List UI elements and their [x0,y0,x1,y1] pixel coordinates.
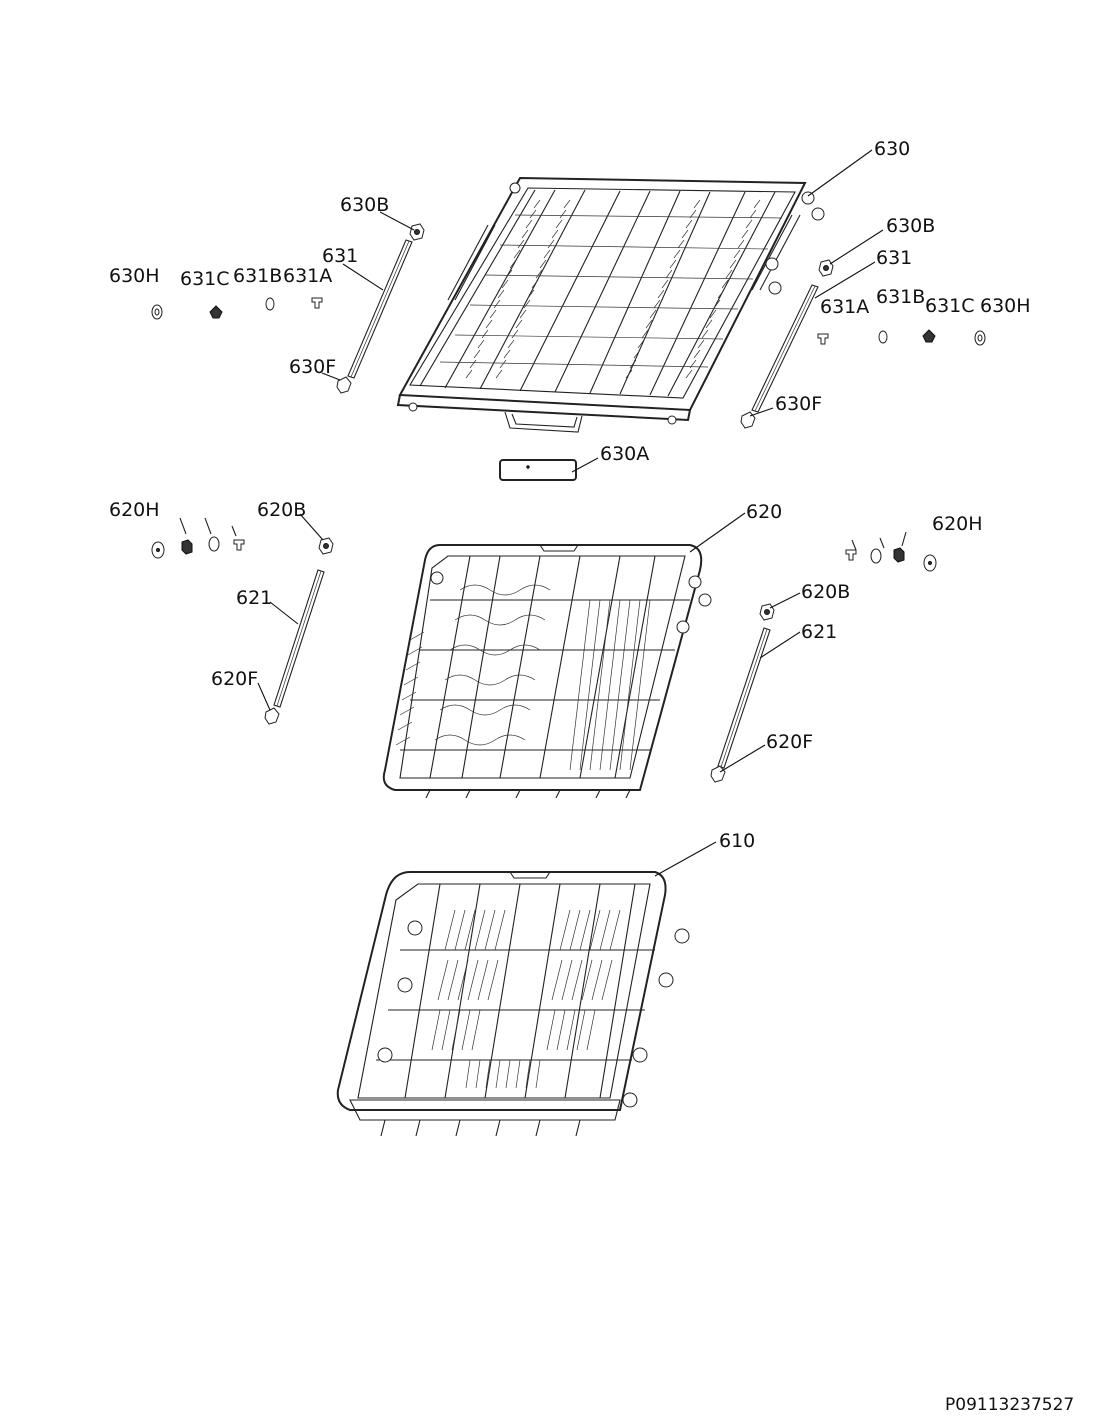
label-631-right: 631 [876,247,912,269]
right-bracket-630B [818,259,834,277]
label-620H-left: 620H [109,499,160,521]
label-621-right: 621 [801,621,837,643]
right-small-parts-630 [817,329,986,346]
label-630A: 630A [600,443,649,465]
label-630F-right: 630F [775,393,822,415]
part-labels: 630 630B 631 630H 631C 631B 631A 630F 63… [109,138,1031,852]
label-631-left: 631 [322,245,358,267]
cutlery-tray-630 [396,176,825,433]
label-630: 630 [874,138,910,160]
right-endstop-620F [710,765,726,783]
label-620: 620 [746,501,782,523]
upper-basket-620 [382,544,712,799]
right-bracket-620B [759,603,775,621]
handle-630A [499,459,577,481]
left-endstop-620F [264,707,280,725]
left-bracket-630B [409,223,425,241]
label-620H-right: 620H [932,513,983,535]
label-620F-left: 620F [211,668,258,690]
left-small-parts-620 [151,517,245,559]
right-rail-631 [751,284,819,413]
label-630H-left: 630H [109,265,160,287]
label-620F-right: 620F [766,731,813,753]
document-code: P09113237527 [945,1395,1074,1415]
label-630H-right: 630H [980,295,1031,317]
label-631B-right: 631B [876,286,925,308]
label-631A-left: 631A [283,265,332,287]
label-621-left: 621 [236,587,272,609]
label-610: 610 [719,830,755,852]
label-631C-left: 631C [180,268,230,290]
label-631C-right: 631C [925,295,975,317]
right-small-parts-620 [845,531,937,572]
leader-lines [257,149,884,877]
lower-basket-610 [336,871,690,1137]
right-endstop-630F [740,411,756,429]
label-631A-right: 631A [820,296,869,318]
left-small-parts-630 [151,297,323,320]
label-620B-right: 620B [801,581,850,603]
left-bracket-620B [318,537,334,555]
left-rail-621 [273,569,325,708]
left-endstop-630F [336,376,352,394]
right-rail-621 [717,627,771,769]
label-631B-left: 631B [233,265,282,287]
label-620B-left: 620B [257,499,306,521]
label-630B-right: 630B [886,215,935,237]
label-630F-left: 630F [289,356,336,378]
left-rail-631 [347,239,413,379]
label-630B-left: 630B [340,194,389,216]
